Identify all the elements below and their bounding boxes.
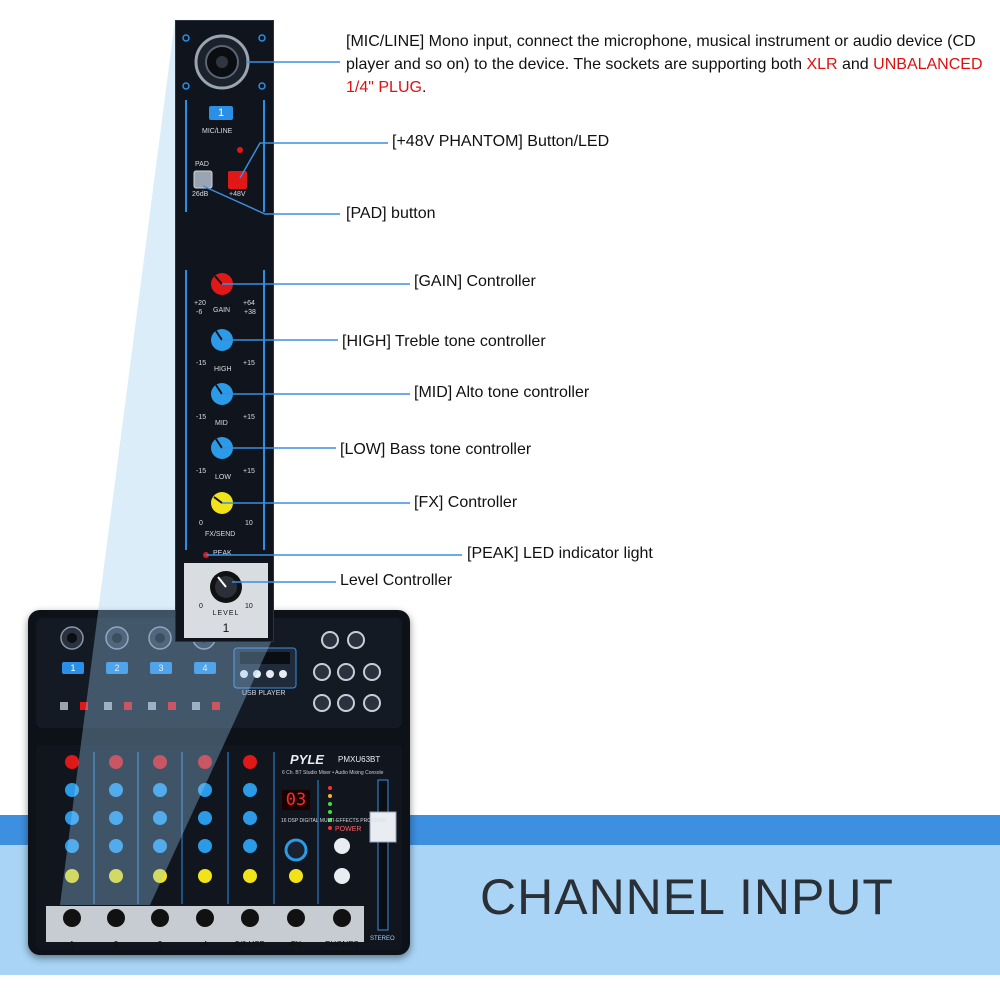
gain-callout: [GAIN] Controller [414,273,536,290]
usb-buttons [240,670,287,678]
mid-callout: [MID] Alto tone controller [414,384,590,401]
mixer-channel-buttons [60,702,220,710]
pad-callout: [PAD] button [346,205,436,222]
level-section: 0 10 LEVEL 1 [184,563,268,638]
low-max-label: +15 [243,468,255,475]
level-min-label: 0 [199,603,203,610]
stereo-label: STEREO [370,936,395,942]
level-callout: Level Controller [340,572,453,589]
mid-max-label: +15 [243,414,255,421]
fx-min-label: 0 [199,520,203,527]
mixer-channel-label-usb: 5/6 USB [235,940,265,949]
phantom-leader [239,142,388,179]
high-min-label: -15 [196,360,207,367]
strip-channel-number: 1 [222,621,230,635]
level-knob[interactable] [184,563,268,638]
gain-max2-label: +38 [244,309,256,316]
power-label: POWER [335,826,362,833]
mic-line-description: [MIC/LINE] Mono input, connect the micro… [346,33,983,96]
strip-frame-lines [185,100,265,550]
strip-channel-badge: 1 [209,106,233,120]
mid-min-label: -15 [196,414,207,421]
fx-label: FX/SEND [205,531,236,538]
low-callout: [LOW] Bass tone controller [340,441,532,458]
fx-max-label: 10 [245,520,253,527]
mixer-channel-label-phones: PHONES [325,940,359,949]
mid-label: MID [215,420,228,427]
dsp-program-label: 16 DSP DIGITAL MULTI-EFFECTS PROGRAM [281,818,387,824]
pad-label: PAD [195,161,209,168]
high-callout: [HIGH] Treble tone controller [342,333,546,350]
level-meter [328,786,332,830]
low-min-label: -15 [196,468,207,475]
mixer-channel-label-fx: FX [290,940,302,949]
high-max-label: +15 [243,360,255,367]
high-label: HIGH [214,366,232,373]
banner-title: CHANNEL INPUT [480,869,894,925]
dsp-display: 03 [282,790,310,810]
mixer-strip-dividers [93,752,319,904]
gain-min-label: +20 [194,300,206,307]
gain-max-label: +64 [243,300,255,307]
gain-min2-label: -6 [196,309,203,316]
peak-label: PEAK [213,550,232,557]
pad-value: 26dB [192,191,209,198]
peak-callout: [PEAK] LED indicator light [467,545,653,562]
combo-jack [194,34,250,90]
mixer-level-knobs [63,909,351,927]
usb-player-label: USB PLAYER [242,690,286,697]
phantom-callout: [+48V PHANTOM] Button/LED [392,133,610,150]
pad-leader [202,185,340,215]
mixer-channel-label-4: 4 [202,940,208,949]
mixer-output-jacks [313,631,381,712]
low-label: LOW [215,474,231,481]
mixer-channel-badge-3: 3 [150,662,172,674]
mixer-channel-badge-1: 1 [62,662,84,674]
brand-logo: PYLE [290,752,324,767]
mixer-channel-label-1: 1 [69,940,75,949]
phantom-label: +48V [229,191,246,198]
fx-callout: [FX] Controller [414,494,518,511]
level-label: LEVEL [212,610,240,617]
level-max-label: 10 [245,603,253,610]
mixer-channel-badge-2: 2 [106,662,128,674]
master-fader-cap [369,811,397,843]
pad-button[interactable] [193,170,213,189]
mixer-channel-label-2: 2 [113,940,119,949]
master-fader-track [377,779,389,931]
model-number: PMXU63BT [338,755,381,764]
mixer-knob-grid [65,755,350,884]
mixer-channel-badge-4: 4 [194,662,216,674]
mixer-channel-label-3: 3 [157,940,163,949]
mic-line-label: MIC/LINE [202,128,233,135]
phantom-led [237,147,243,153]
gain-label: GAIN [213,307,231,314]
usb-display [240,652,290,664]
mixer-subtitle: 6 Ch. BT Studio Mixer • Audio Mixing Con… [282,770,384,776]
